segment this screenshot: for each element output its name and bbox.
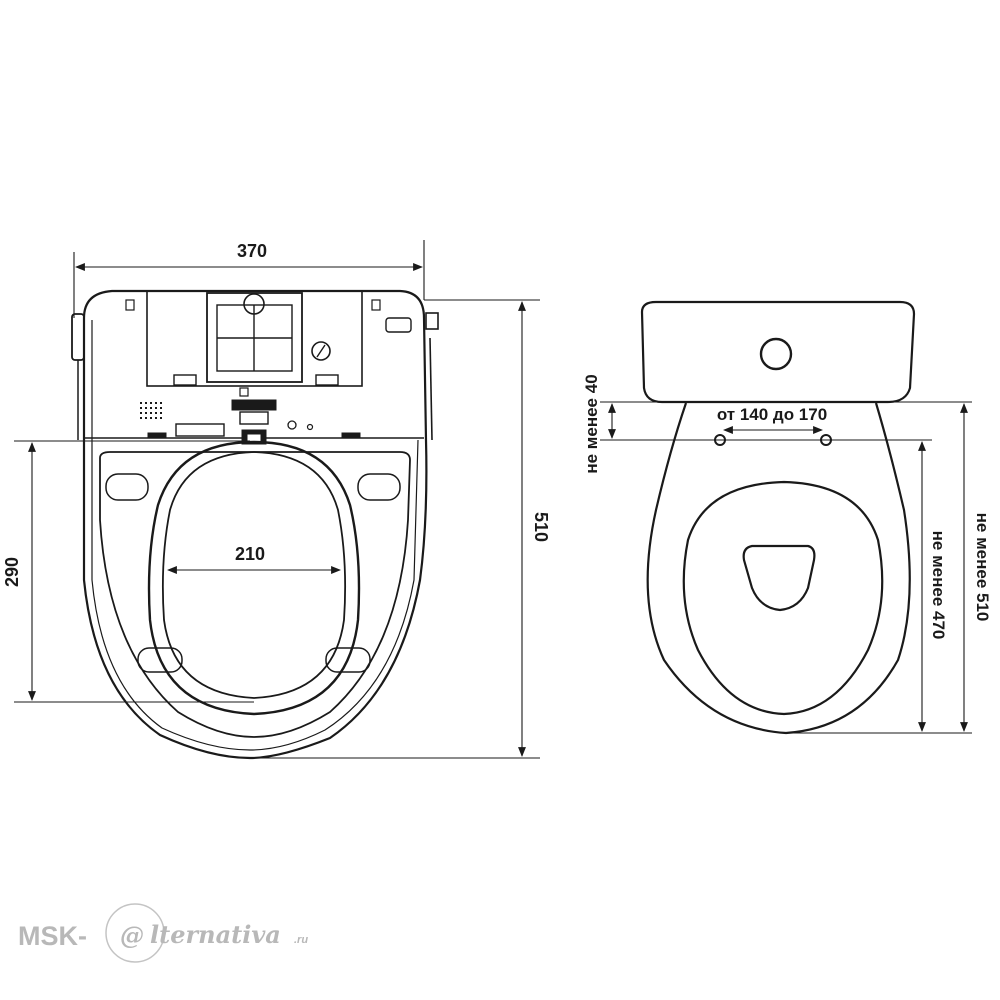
min-length-label: не менее 470 xyxy=(929,531,948,640)
brand-logo: MSK- @ lternativa .ru xyxy=(18,903,308,963)
adjust-screw-icon xyxy=(311,341,331,361)
seat-outer-outline xyxy=(82,289,428,760)
nozzle-cap xyxy=(243,293,265,315)
mount-spacing-label: от 140 до 170 xyxy=(717,405,827,424)
seat-opening-inner xyxy=(161,451,347,699)
bumper-bottom-left xyxy=(137,647,183,673)
min-total-label: не менее 510 xyxy=(973,513,992,622)
logo-tld: .ru xyxy=(294,934,308,946)
nozzle-mount xyxy=(231,399,277,411)
drain-opening xyxy=(742,544,816,612)
opening-width-label: 210 xyxy=(235,544,265,564)
left-lever xyxy=(71,313,85,361)
logo-at-ring xyxy=(105,903,165,963)
seat-top-view xyxy=(71,289,439,760)
logo-prefix: MSK- xyxy=(18,921,87,951)
flush-button xyxy=(759,337,793,371)
width-label: 370 xyxy=(237,241,267,261)
bowl-rim xyxy=(682,480,884,716)
filter-window xyxy=(206,292,303,383)
opening-length-label: 290 xyxy=(2,557,22,587)
seat-dimension-lines xyxy=(14,240,540,759)
bumper-top-left xyxy=(105,473,149,501)
clip-right xyxy=(315,374,339,386)
logo-symbol: @ xyxy=(120,921,144,950)
bowl-outline xyxy=(646,402,911,735)
seat-ring-outline xyxy=(99,451,411,738)
clip-left xyxy=(173,374,197,386)
min-tank-gap-label: не менее 40 xyxy=(582,374,601,473)
water-inlet-fitting xyxy=(425,312,439,330)
indicator-window xyxy=(385,317,412,333)
bumper-top-right xyxy=(357,473,401,501)
control-housing xyxy=(146,290,363,387)
logo-suffix: lternativa xyxy=(150,920,281,949)
toilet-top-view xyxy=(640,300,916,735)
cistern-outline xyxy=(640,300,916,404)
bumper-bottom-right xyxy=(325,647,371,673)
speaker-grille xyxy=(140,402,162,419)
seat-outer-inner-line xyxy=(91,320,419,751)
length-label: 510 xyxy=(531,512,551,542)
seat-opening xyxy=(147,440,361,716)
toilet-dimension-lines xyxy=(600,401,972,734)
